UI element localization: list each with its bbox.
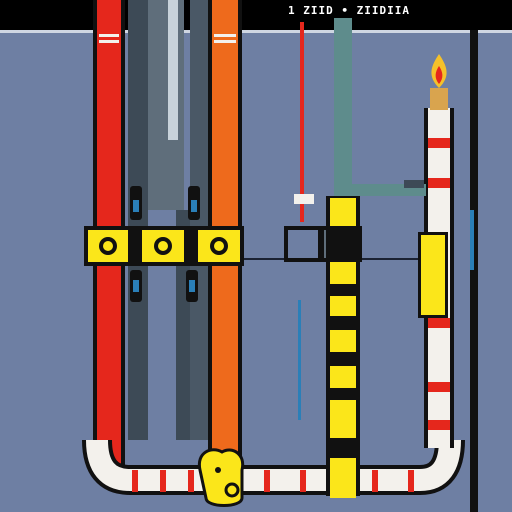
thin-red-pipe-cap <box>294 194 314 204</box>
bottom-pipe <box>86 439 461 491</box>
coupling-bolt-inner <box>103 241 113 251</box>
grey-rod-highlight <box>168 0 178 140</box>
teal-pipe <box>334 18 352 198</box>
top-guide-line <box>0 30 512 33</box>
right-valve-body <box>421 235 445 315</box>
clamp-detail <box>133 280 139 292</box>
teal-connector <box>334 184 426 196</box>
top-header-bar: 1 ZIID • ZIIDIIA <box>0 0 512 30</box>
glint-line <box>470 210 474 270</box>
right-pipe-stripes <box>428 138 450 430</box>
header-label: 1 ZIID • ZIIDIIA <box>288 4 410 17</box>
teal-connector-joint <box>404 180 424 188</box>
clamp-detail <box>191 200 197 212</box>
red-pipe-stripe <box>99 40 119 43</box>
grey-rod-right <box>176 210 190 440</box>
bottom-pipe-stripes <box>132 470 414 492</box>
right-frame-bar <box>470 30 478 512</box>
valve-icon <box>284 226 322 262</box>
orange-pipe-stripe <box>214 40 236 43</box>
thin-red-pipe <box>300 22 304 222</box>
torch-base <box>430 88 448 110</box>
coupling-bolt-inner <box>214 241 224 251</box>
grey-rod-center <box>148 0 184 210</box>
coupling-bolt-inner <box>158 241 168 251</box>
mascot-dot <box>215 467 221 473</box>
mascot-eye <box>224 482 240 498</box>
clamp-detail <box>189 280 195 292</box>
clamp-detail <box>133 200 139 212</box>
red-pipe-stripe <box>99 34 119 37</box>
striped-pipe-segments <box>330 198 356 498</box>
flame-core <box>435 66 443 84</box>
grey-rod-far-right <box>190 0 208 440</box>
orange-pipe-stripe <box>214 34 236 37</box>
mascot-figure <box>197 448 245 507</box>
glint-line <box>298 300 301 420</box>
